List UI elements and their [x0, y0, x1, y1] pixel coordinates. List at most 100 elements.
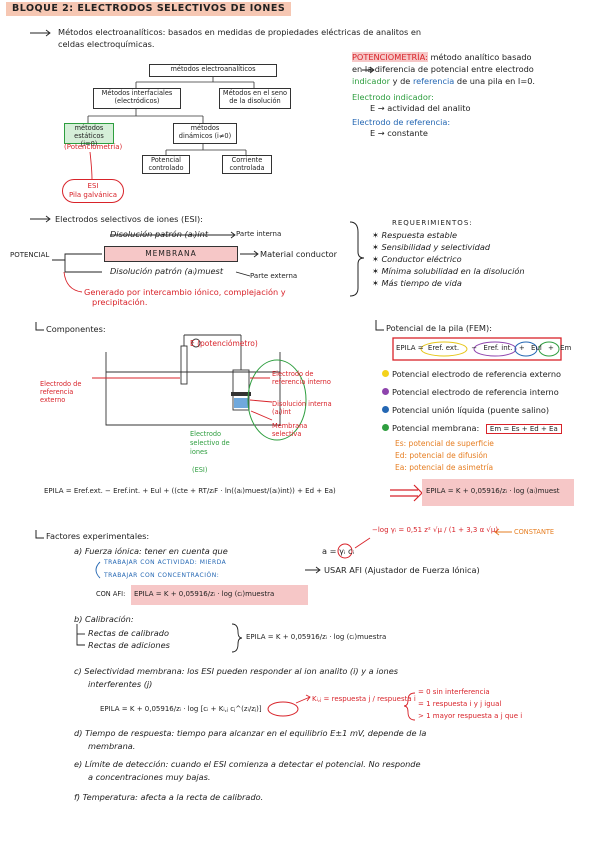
components-membrane: Membrana selectiva: [272, 422, 308, 438]
esi-internal-note: Parte interna: [236, 230, 282, 238]
k-cases: = 0 sin interferencia = 1 respuesta i y …: [418, 686, 522, 722]
potentiometry-line-1: POTENCIOMETRÍA: método analítico basado: [352, 52, 532, 63]
fem-e-ul: Eul: [530, 344, 542, 352]
k-equation: Kᵢ,ⱼ = respuesta j / respuesta i: [312, 695, 416, 703]
fem-e-int: Eref. int.: [483, 344, 513, 352]
fem-e-m: Em: [560, 344, 572, 352]
factor-e: e) Límite de detección: cuando el ESI co…: [74, 759, 421, 769]
fem-heading: Potencial de la pila (FEM):: [386, 323, 492, 333]
esi-generated: Generado por intercambio iónico, complej…: [84, 287, 286, 297]
factor-f: f) Temperatura: afecta a la recta de cal…: [74, 792, 264, 802]
page-title: BLOQUE 2: ELECTRODOS SELECTIVOS DE IONES: [6, 2, 292, 16]
tree-controlled-potential: Potencial controlado: [142, 155, 190, 174]
fem-e-ext: Eref. ext.: [427, 344, 460, 352]
tree-galvanic: Pila galvánica: [68, 191, 118, 199]
potentiometry-term: POTENCIOMETRÍA:: [352, 52, 428, 62]
requirement-text: Respuesta estable: [381, 230, 458, 240]
potentiometry-line-2: en la diferencia de potencial entre elec…: [352, 64, 534, 74]
tree-interfacial: Métodos interfaciales (electródicos): [93, 88, 181, 109]
intro-line-2: celdas electroquímicas.: [58, 39, 155, 49]
components-e-label: E (potenciómetro): [190, 339, 258, 348]
k-case: = 0 sin interferencia: [418, 688, 490, 696]
green-dot-icon: [382, 424, 389, 431]
potentiometry-end: de una pila en I=0.: [456, 76, 536, 86]
components-selective: Electrodo selectivo de iones: [190, 430, 230, 456]
con-afi: CON AFI:: [96, 590, 126, 598]
components-esi: (ESI): [192, 466, 208, 474]
fem-legend-item: Potencial unión líquida (puente salino): [382, 401, 562, 419]
potentiometry-and: y de: [392, 76, 411, 86]
requirement-text: Más tiempo de vida: [381, 278, 462, 288]
factor-a: a) Fuerza iónica: tener en cuenta que: [74, 546, 228, 556]
fem-legend-item: Potencial membrana: Em = Es + Ed + Ea: [382, 419, 562, 437]
indicator-label: Electrodo indicador:: [352, 92, 434, 102]
k-case: > 1 mayor respuesta a j que i: [418, 712, 523, 720]
afi-note: USAR AFI (Ajustador de Fuerza Iónica): [324, 565, 480, 575]
requirement-item: ✶ Respuesta estable: [372, 230, 458, 240]
calibration-equation: EPILA = K + 0,05916/zᵢ · log (cᵢ)muestra: [246, 633, 387, 641]
activity-note: TRABAJAR CON ACTIVIDAD: MIERDA: [104, 559, 227, 566]
components-ext-ref: Electrodo de referencia externo: [40, 380, 82, 404]
intro-line-1: Métodos electroanalíticos: basados en me…: [58, 27, 422, 37]
main-equation-right: EPILA = K + 0,05916/zᵢ · log (aᵢ)muest: [426, 487, 560, 495]
factor-d: d) Tiempo de respuesta: tiempo para alca…: [74, 728, 427, 738]
tree-controlled-current: Corriente controlada: [222, 155, 272, 174]
calibration-item: Rectas de calibrado: [88, 628, 170, 638]
esi-potential: POTENCIAL: [10, 251, 50, 259]
requirement-item: ✶ Conductor eléctrico: [372, 254, 462, 264]
fem-legend-text: Potencial electrodo de referencia extern…: [392, 369, 562, 379]
factors-heading: Factores experimentales:: [46, 531, 150, 541]
requirements-list: ✶ Respuesta estable ✶ Sensibilidad y sel…: [372, 230, 525, 290]
fem-ea: Ea: potencial de asimetría: [395, 463, 494, 472]
tree-bulk: Métodos en el seno de la disolución: [219, 88, 291, 109]
gamma-equation: −log γᵢ = 0,51 z² √μ / (1 + 3,3 α √μ): [372, 526, 499, 534]
afi-equation: EPILA = K + 0,05916/zᵢ · log (cᵢ)muestra: [134, 590, 275, 598]
tree-static: métodos estáticos (i=0): [64, 123, 114, 148]
components-int-ref: Electrodo de referencia interno: [272, 370, 331, 386]
selectivity-equation: EPILA = K + 0,05916/zᵢ · log [cᵢ + Kᵢ,ⱼ …: [100, 705, 262, 713]
factor-c-2: interferentes (j): [88, 679, 153, 689]
fem-legend-text: Potencial electrodo de referencia intern…: [392, 387, 559, 397]
tree-root: métodos electroanalíticos: [149, 64, 277, 77]
fem-legend: Potencial electrodo de referencia extern…: [382, 365, 562, 437]
factor-d-2: membrana.: [88, 741, 136, 751]
esi-generated-2: precipitación.: [92, 297, 148, 307]
esi-external-note: Parte externa: [250, 272, 298, 280]
indicator-desc: E → actividad del analito: [370, 103, 471, 113]
fem-legend-item: Potencial electrodo de referencia intern…: [382, 383, 562, 401]
tree-potentiometry: (Potenciometría): [64, 143, 123, 151]
requirements-heading: REQUERIMIENTOS:: [392, 219, 473, 227]
components-heading: Componentes:: [46, 324, 106, 334]
reference-desc: E → constante: [370, 128, 428, 138]
main-equation-left: EPILA = Eref.ext. − Eref.int. + Eul + ((…: [44, 487, 336, 495]
fem-ed: Ed: potencial de difusión: [395, 451, 488, 460]
requirement-text: Mínima solubilidad en la disolución: [381, 266, 525, 276]
fem-legend-text: Potencial unión líquida (puente salino): [392, 405, 550, 415]
reference-label: Electrodo de referencia:: [352, 117, 451, 127]
esi-conductor: Material conductor: [260, 249, 338, 259]
requirement-text: Sensibilidad y selectividad: [381, 242, 491, 252]
fem-legend-item: Potencial electrodo de referencia extern…: [382, 365, 562, 383]
potentiometry-reference: referencia: [412, 76, 455, 86]
requirement-item: ✶ Sensibilidad y selectividad: [372, 242, 491, 252]
concentration-note: TRABAJAR CON CONCENTRACIÓN:: [104, 572, 220, 579]
fem-epila: EPILA =: [396, 344, 424, 352]
factor-a-eq: a = γᵢ cᵢ: [322, 546, 354, 556]
potentiometry-indicator: indicador: [352, 76, 391, 86]
yellow-dot-icon: [382, 370, 389, 377]
k-case: = 1 respuesta i y j igual: [418, 700, 502, 708]
components-int-sol: Disolución interna (aᵢ)int: [272, 400, 332, 416]
esi-internal: Disolución patrón (aᵢ)int: [110, 229, 209, 239]
potentiometry-def-1: método analítico basado: [430, 52, 532, 62]
tree-esi: ESI: [87, 182, 99, 190]
requirement-item: ✶ Mínima solubilidad en la disolución: [372, 266, 525, 276]
calibration-item: Rectas de adiciones: [88, 640, 170, 650]
tree-esi-bubble: ESI Pila galvánica: [62, 179, 124, 203]
requirement-text: Conductor eléctrico: [381, 254, 462, 264]
esi-membrane: MEMBRANA: [104, 246, 238, 262]
blue-dot-icon: [382, 406, 389, 413]
membrane-equation: Em = Es + Ed + Ea: [485, 424, 562, 434]
fem-equation: EPILA = Eref. ext. − Eref. int. + Eul + …: [396, 344, 572, 352]
factor-e-2: a concentraciones muy bajas.: [88, 772, 211, 782]
